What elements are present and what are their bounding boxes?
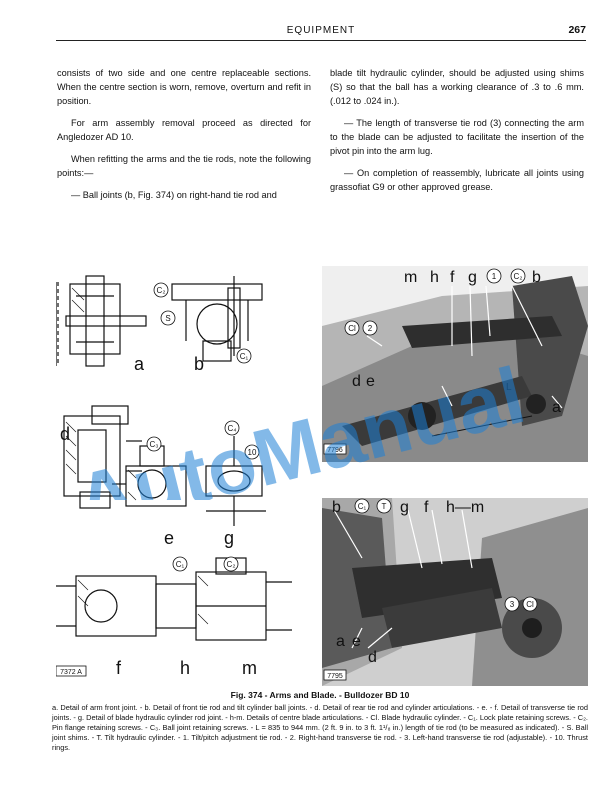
callout-s: S (165, 314, 170, 323)
label-f: f (450, 269, 455, 286)
arms-photo-top: m h f g b d e a 1 C₂ Cl 2 L 7796 (322, 266, 588, 462)
label-g: g (400, 499, 409, 516)
label-m: m (242, 658, 257, 678)
paragraph: consists of two side and one centre repl… (57, 68, 311, 106)
right-text-column: blade tilt hydraulic cylinder, should be… (330, 66, 584, 202)
caption-body: a. Detail of arm front joint. - b. Detai… (52, 703, 588, 752)
label-h: h (180, 658, 190, 678)
label-b: b (194, 354, 204, 374)
label-d: d (60, 424, 70, 444)
figure-code: 7372 A (60, 669, 82, 676)
callout-c2: C₂ (157, 286, 166, 295)
callout-cl: Cl (526, 600, 534, 609)
callout-t: T (382, 502, 387, 511)
section-title: EQUIPMENT (286, 25, 356, 36)
callout-c4: C₄ (227, 424, 236, 433)
label-e: e (366, 373, 375, 390)
figure-caption: Fig. 374 - Arms and Blade. - Bulldozer B… (52, 690, 588, 753)
callout-c2-bottom: C₂ (227, 560, 236, 569)
figure-code: 7796 (327, 447, 343, 454)
label-g: g (224, 528, 234, 548)
callout-c2: C₂ (514, 272, 523, 281)
callout-c1: C₁ (358, 502, 367, 511)
label-h: h (430, 269, 439, 286)
joint-detail-drawings: C₂ S C₁ C₃ C₄ 10 C₁ C₂ a b d e g f h m 7… (56, 275, 292, 678)
callout-1: 1 (492, 272, 497, 281)
arms-photo-bottom: C₁ T 3 Cl b g f h—m a e d 7795 (322, 498, 588, 686)
callout-2: 2 (368, 324, 373, 333)
label-m: m (404, 269, 417, 286)
paragraph: For arm assembly removal proceed as dire… (57, 118, 311, 142)
figure-code: 7795 (327, 673, 343, 680)
left-text-column: consists of two side and one centre repl… (57, 66, 311, 210)
label-b: b (332, 499, 341, 516)
label-f: f (424, 499, 429, 516)
label-h-m: h—m (446, 499, 484, 516)
label-f: f (116, 658, 122, 678)
label-d: d (352, 373, 361, 390)
callout-10: 10 (248, 448, 257, 457)
label-d: d (368, 649, 377, 666)
figure-area: C₂ S C₁ C₃ C₄ 10 C₁ C₂ a b d e g f h m 7… (56, 266, 588, 686)
label-e: e (164, 528, 174, 548)
label-a: a (336, 633, 345, 650)
label-length: L (506, 382, 512, 393)
label-g: g (468, 269, 477, 286)
label-b: b (532, 269, 541, 286)
page-number: 267 (568, 24, 586, 36)
label-e: e (352, 633, 361, 650)
paragraph: — On completion of reassembly, lubricate… (330, 168, 584, 192)
paragraph: — The length of transverse tie rod (3) c… (330, 118, 584, 156)
paragraph: — Ball joints (b, Fig. 374) on right-han… (71, 190, 277, 200)
label-a: a (552, 399, 561, 416)
callout-c1: C₁ (240, 352, 249, 361)
callout-3: 3 (510, 600, 515, 609)
callout-c1-bottom: C₁ (176, 560, 185, 569)
paragraph: When refitting the arms and the tie rods… (57, 154, 311, 178)
callout-cl: Cl (348, 324, 356, 333)
page-header: EQUIPMENT 267 (56, 22, 586, 41)
callout-c3: C₃ (149, 440, 158, 449)
label-a: a (134, 354, 145, 374)
caption-title: Fig. 374 - Arms and Blade. - Bulldozer B… (230, 690, 410, 700)
paragraph: blade tilt hydraulic cylinder, should be… (330, 68, 584, 106)
